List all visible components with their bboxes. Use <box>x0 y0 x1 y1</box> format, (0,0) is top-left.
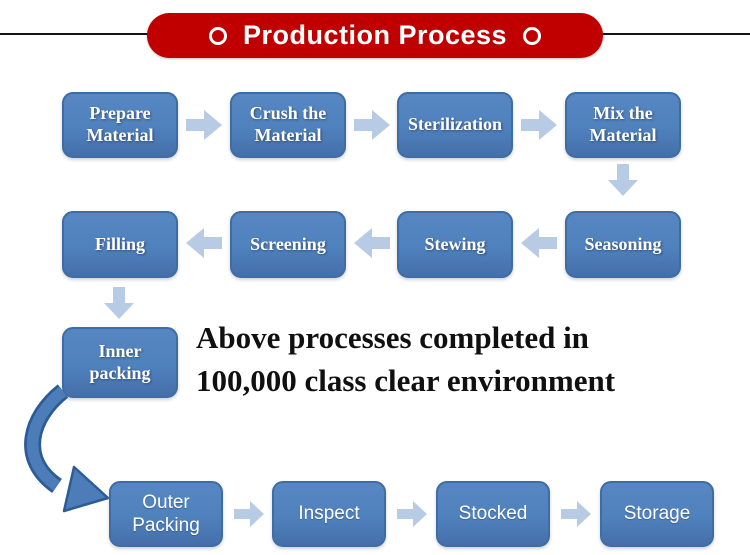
process-step-stocked: Stocked <box>436 481 550 547</box>
page-title: Production Process <box>242 20 508 50</box>
ring-bullet-icon <box>208 26 227 45</box>
process-step-sterilization: Sterilization <box>397 92 513 158</box>
arrow-left-icon <box>186 228 222 258</box>
process-step-stewing: Stewing <box>397 211 513 278</box>
process-step-outer-packing: Outer Packing <box>109 481 223 547</box>
arrow-right-icon <box>234 501 264 527</box>
arrow-left-icon <box>521 228 557 258</box>
process-step-crush-the-material: Crush the Material <box>230 92 346 158</box>
process-step-inspect: Inspect <box>272 481 386 547</box>
cleanroom-note: Above processes completed in 100,000 cla… <box>196 320 616 398</box>
arrow-right-icon <box>521 110 557 140</box>
ring-bullet-icon <box>523 26 542 45</box>
arrow-right-icon <box>186 110 222 140</box>
arrow-right-icon <box>397 501 427 527</box>
process-step-prepare-material: Prepare Material <box>62 92 178 158</box>
title-banner: Production Process <box>147 13 603 58</box>
process-step-seasoning: Seasoning <box>565 211 681 278</box>
process-step-screening: Screening <box>230 211 346 278</box>
arrow-left-icon <box>354 228 390 258</box>
arrow-down-icon <box>104 287 134 319</box>
process-step-inner-packing: Inner packing <box>62 327 178 398</box>
process-step-mix-the-material: Mix the Material <box>565 92 681 158</box>
arrow-down-icon <box>608 164 638 196</box>
curved-arrow-icon <box>24 384 110 513</box>
arrow-right-icon <box>561 501 591 527</box>
process-step-storage: Storage <box>600 481 714 547</box>
process-step-filling: Filling <box>62 211 178 278</box>
arrow-right-icon <box>354 110 390 140</box>
